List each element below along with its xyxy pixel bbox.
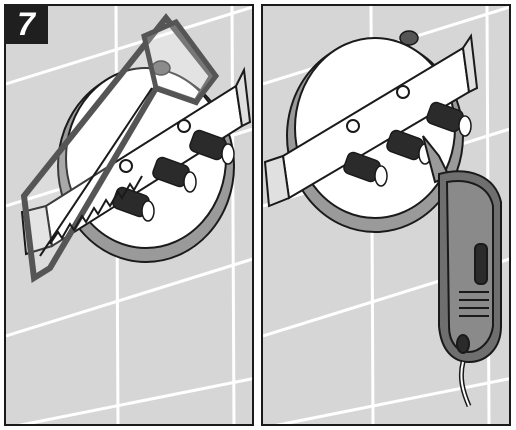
valve-body (263, 33, 479, 208)
panel-left-drawing (6, 6, 252, 424)
panel-right-drawing (263, 6, 509, 424)
panel-right-multitool (261, 4, 511, 426)
wall-tile-grid (6, 6, 252, 424)
oscillating-multitool-icon (422, 135, 502, 407)
hand-saw-icon (20, 13, 220, 284)
valve-stems (343, 101, 472, 187)
valve-stems (112, 129, 235, 222)
panel-left-hand-saw (4, 4, 254, 426)
step-number-badge: 7 (4, 4, 48, 44)
